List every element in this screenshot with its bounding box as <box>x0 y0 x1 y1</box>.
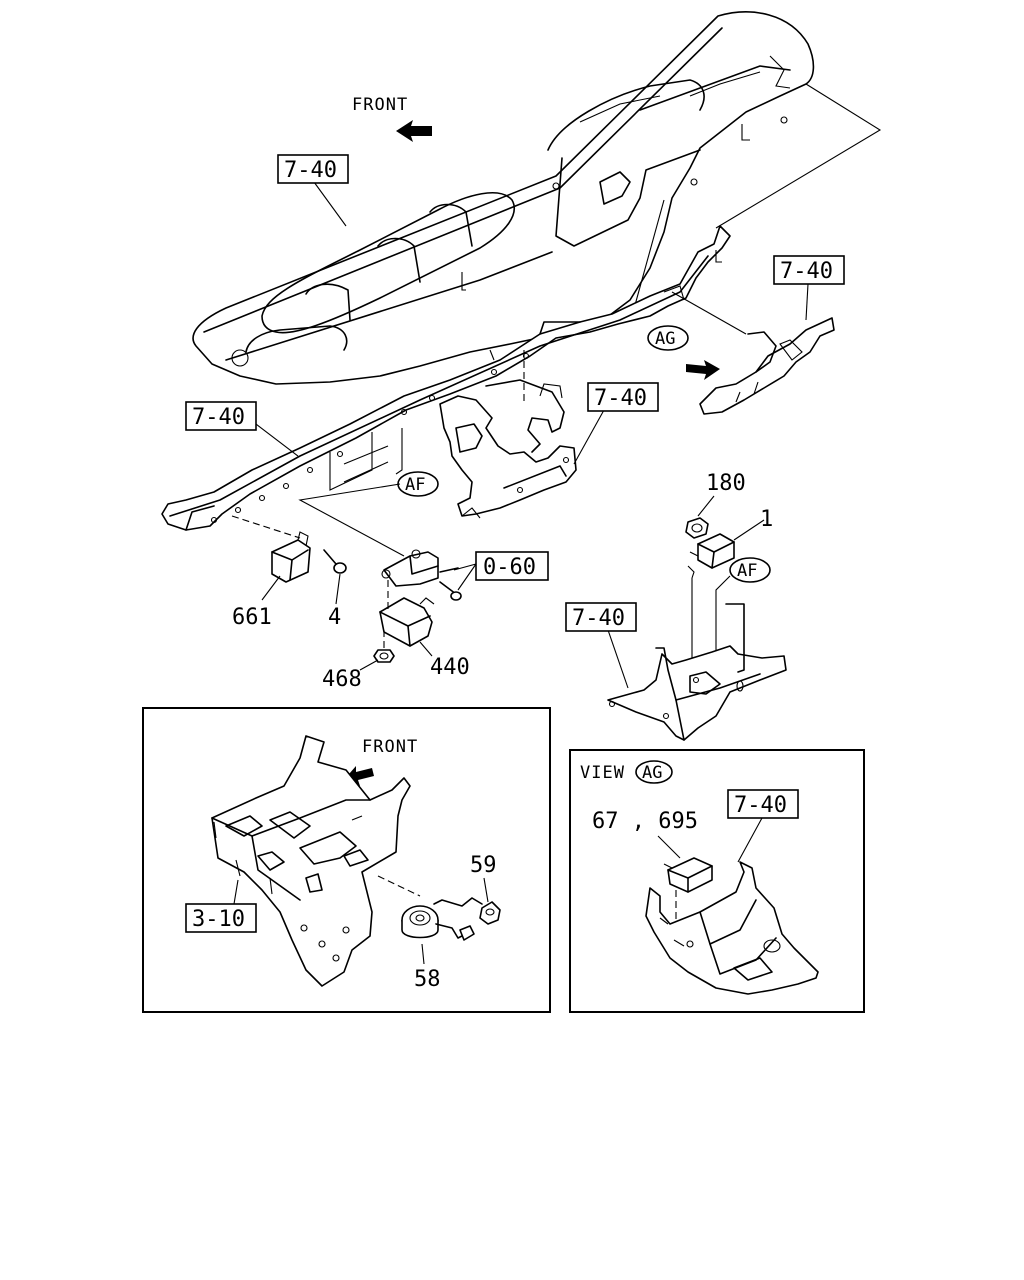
leader-060 <box>453 563 477 591</box>
part-4: 4 <box>328 605 341 630</box>
dashed-leader-661 <box>231 515 301 539</box>
leader-1 <box>733 519 765 541</box>
ref-box-060: 0-60 <box>475 551 549 581</box>
inset-panel-left <box>142 707 551 1013</box>
leader-cross-ref <box>255 423 299 457</box>
leader-180 <box>697 495 715 517</box>
svg-text:7-40: 7-40 <box>780 259 833 284</box>
bottom-bracket-drawing <box>607 603 787 741</box>
circled-af-right: AF <box>729 557 771 583</box>
part-440: 440 <box>430 655 470 680</box>
leader-ag-ref <box>805 283 809 321</box>
leader-59 <box>483 877 489 903</box>
af-bracket-right <box>395 428 403 475</box>
circled-ag-main: AG <box>647 325 689 351</box>
leader-dash-ref <box>313 181 347 227</box>
sensor-67-695-drawing <box>663 857 713 893</box>
nut-468-drawing <box>373 630 395 663</box>
leader-bottom-bracket <box>607 629 629 689</box>
svg-text:AF: AF <box>737 561 757 581</box>
svg-text:7-40: 7-40 <box>594 386 647 411</box>
svg-text:3-10: 3-10 <box>192 907 245 932</box>
svg-text:AG: AG <box>655 329 675 349</box>
leader-center-ref <box>573 409 605 465</box>
nut-180-drawing <box>685 517 709 539</box>
leader-view-740 <box>737 817 763 863</box>
leader-440 <box>419 641 433 657</box>
center-bracket-drawing <box>439 350 577 519</box>
circled-view-ag: AG <box>635 760 673 784</box>
guide-line-dash-center <box>631 199 665 317</box>
ag-bracket-drawing <box>699 317 835 415</box>
bolt-59-drawing <box>479 901 501 925</box>
svg-text:AG: AG <box>642 763 662 783</box>
part-468: 468 <box>322 667 362 692</box>
part-661: 661 <box>232 605 272 630</box>
part-67-695: 67 , 695 <box>592 809 698 834</box>
guide-line-dash-right <box>715 83 882 229</box>
module-661-drawing <box>271 531 311 583</box>
direction-arrow-icon <box>686 360 720 380</box>
leader-310 <box>233 879 239 905</box>
inset-panel-view-ag <box>569 749 865 1013</box>
inset-bracket-drawing <box>211 735 411 987</box>
svg-text:AF: AF <box>405 475 425 495</box>
svg-text:7-40: 7-40 <box>572 606 625 631</box>
front-label-top: FRONT <box>352 95 408 115</box>
bracket-060-drawing <box>381 549 462 601</box>
svg-text:7-40: 7-40 <box>734 793 787 818</box>
leader-58 <box>421 943 425 965</box>
part-59: 59 <box>470 853 497 878</box>
ref-box-310: 3-10 <box>185 903 257 933</box>
dashed-inset-58 <box>377 875 421 897</box>
leader-4 <box>335 573 341 605</box>
part-1: 1 <box>760 507 773 532</box>
screw-4-drawing <box>323 549 347 574</box>
ref-box-dash: 7-40 <box>277 154 349 184</box>
af-bracket-lines <box>343 445 389 483</box>
part-180: 180 <box>706 471 746 496</box>
module-440-drawing <box>379 597 435 647</box>
horn-58-drawing <box>401 897 483 941</box>
view-ag-bracket-drawing <box>645 861 819 995</box>
af-leader-poly <box>298 483 405 557</box>
view-label: VIEW <box>580 763 625 783</box>
ref-box-center: 7-40 <box>587 382 659 412</box>
front-arrow-icon <box>396 120 432 142</box>
ref-box-cross: 7-40 <box>185 401 257 431</box>
af-right-leader <box>715 575 731 660</box>
ref-box-ag-bracket: 7-40 <box>773 255 845 285</box>
module-1-drawing <box>687 533 735 579</box>
instrument-panel-drawing <box>192 11 815 385</box>
af-bracket-left <box>329 432 373 491</box>
svg-text:7-40: 7-40 <box>284 158 337 183</box>
guide-line-ag <box>671 291 747 335</box>
svg-text:7-40: 7-40 <box>192 405 245 430</box>
part-58: 58 <box>414 967 441 992</box>
svg-text:0-60: 0-60 <box>483 555 536 580</box>
ref-box-view-740: 7-40 <box>727 789 799 819</box>
leader-468 <box>359 659 379 671</box>
front-label-inset: FRONT <box>362 737 418 757</box>
leader-67-695 <box>657 835 681 859</box>
cross-member-drawing <box>161 225 731 531</box>
circled-af-main: AF <box>397 471 439 497</box>
leader-661 <box>261 575 281 601</box>
ref-box-bottom-bracket: 7-40 <box>565 602 637 632</box>
